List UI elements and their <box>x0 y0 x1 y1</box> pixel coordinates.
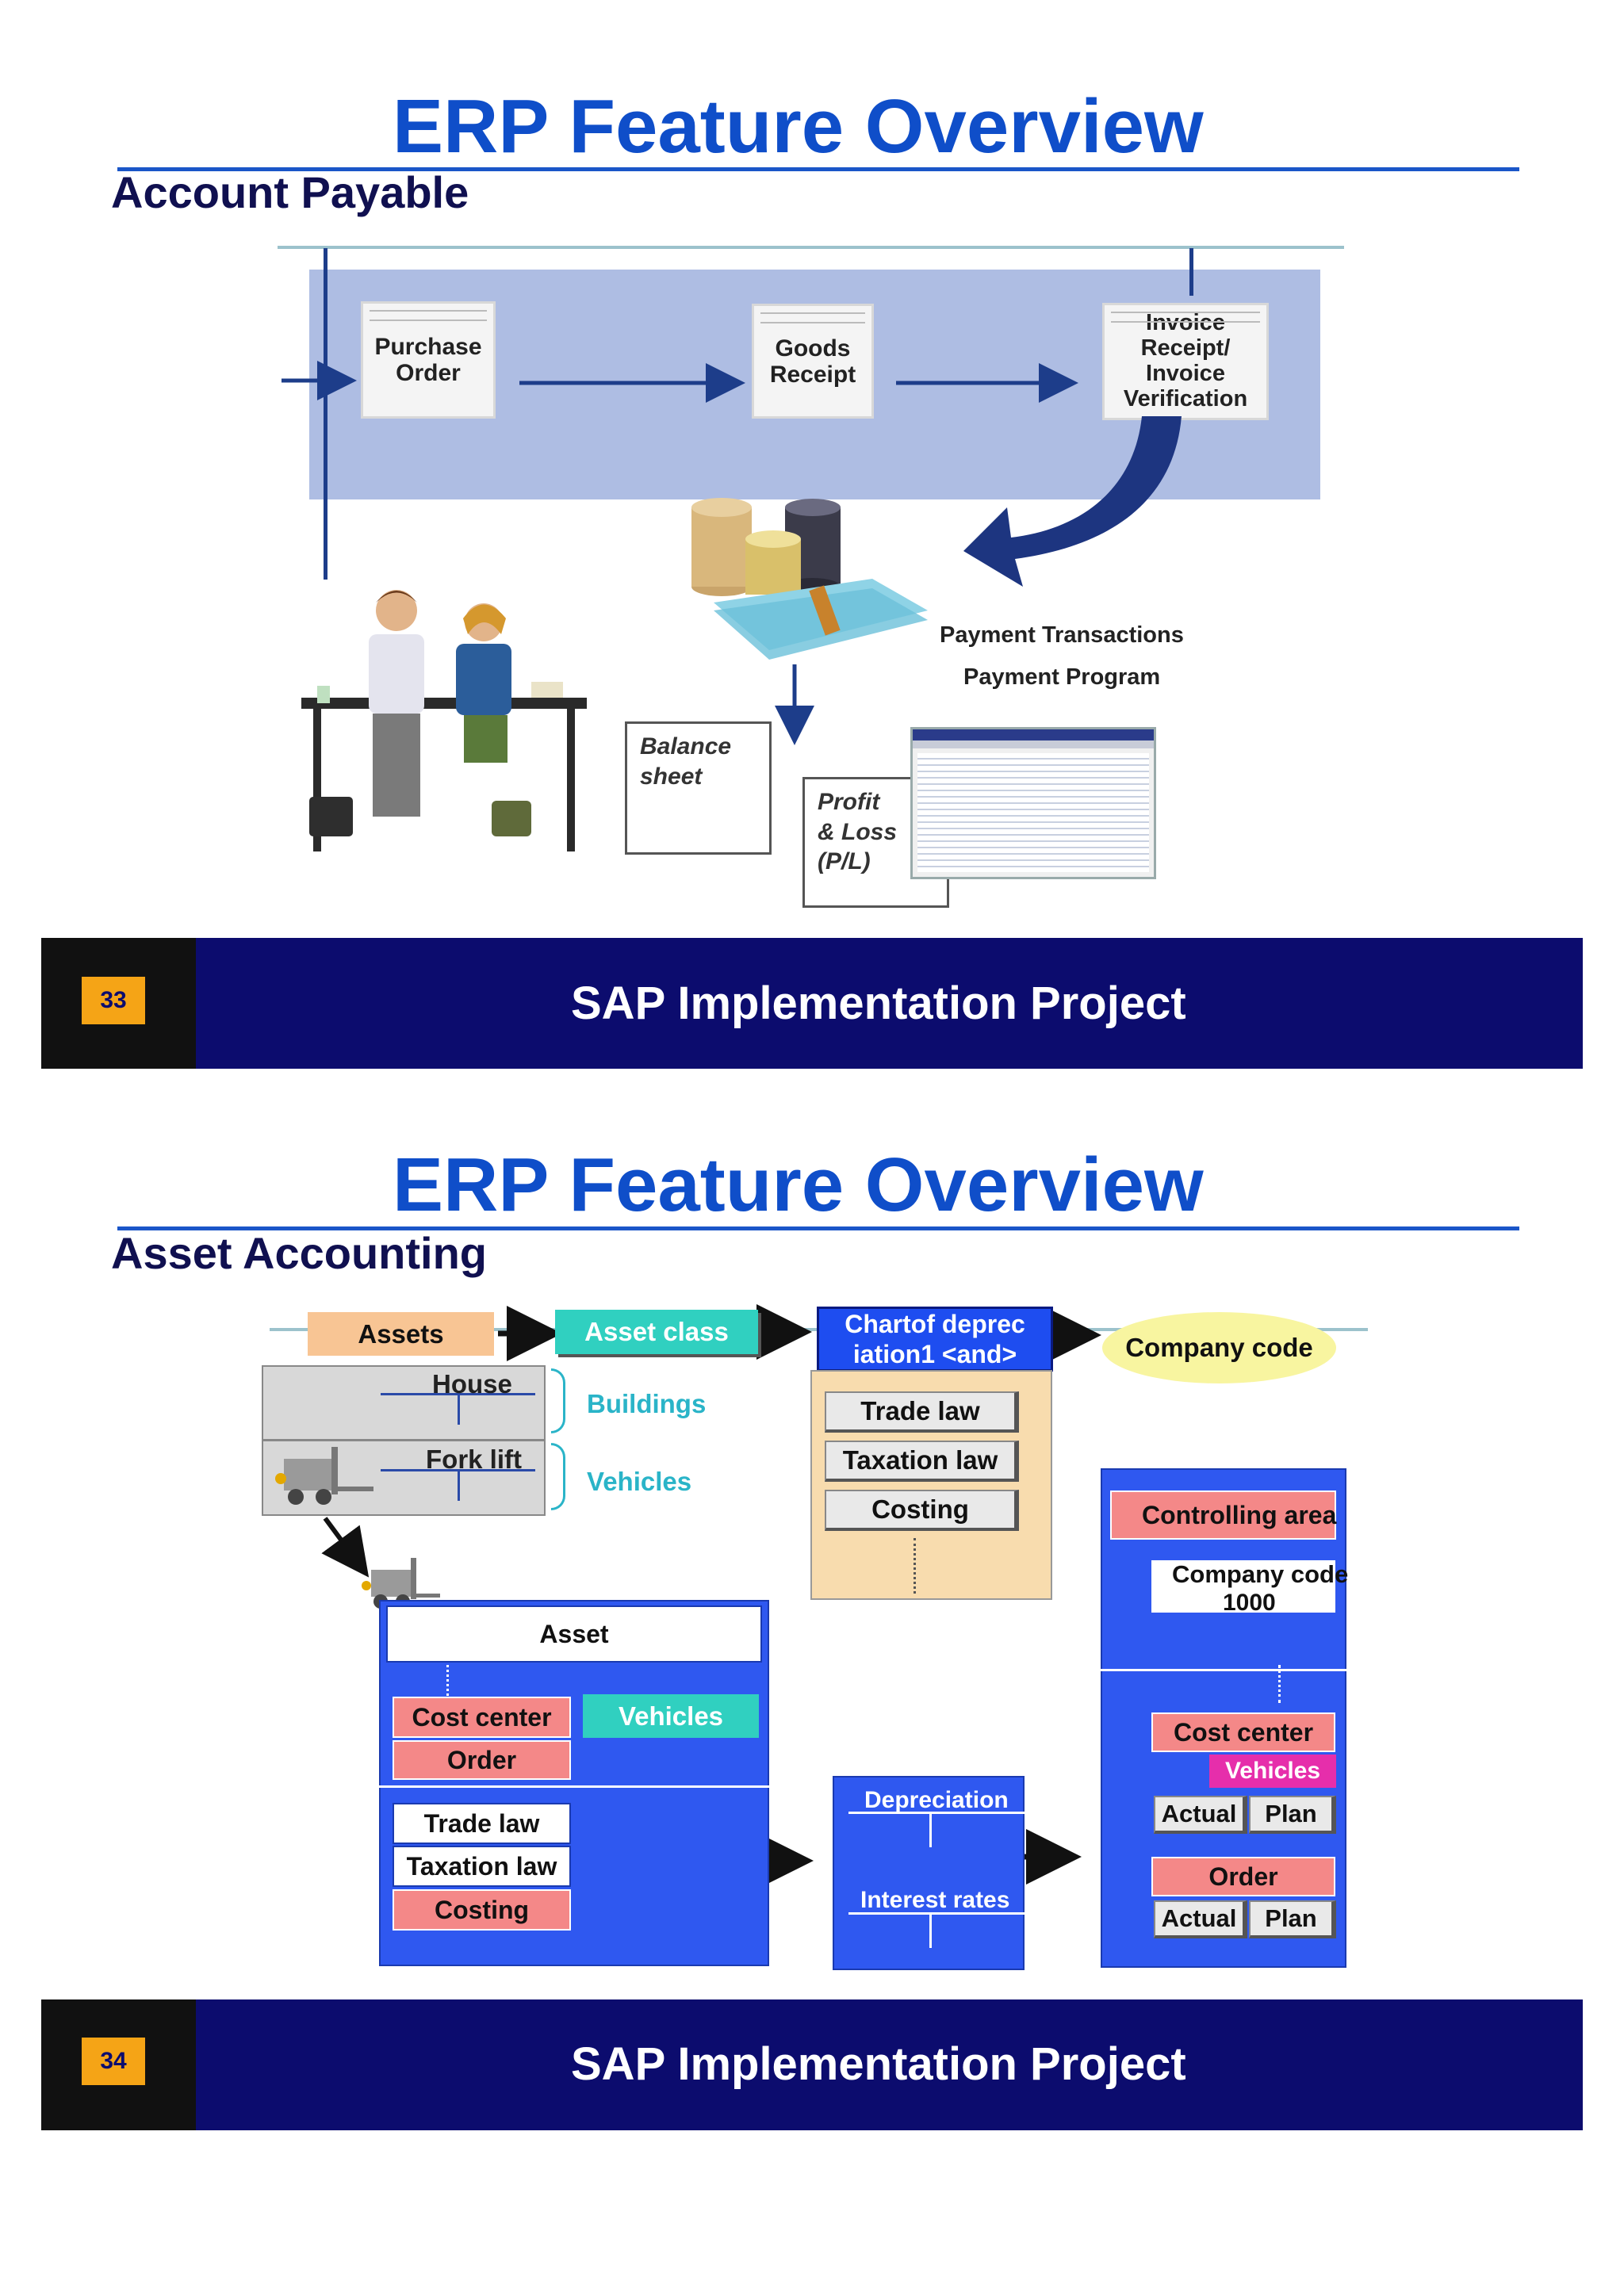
forklift-icon <box>275 1447 373 1505</box>
goods-receipt-doc: Goods Receipt <box>752 304 874 419</box>
ctrl-cost-center: Cost center <box>1151 1712 1335 1752</box>
slide1-arrows <box>282 361 1182 745</box>
asset-trade-law: Trade law <box>393 1803 571 1844</box>
payment-program-label: Payment Program <box>963 664 1161 690</box>
chart-of-depreciation-box: Chartof deprec iation1 <and> <box>817 1307 1053 1372</box>
interest-line <box>848 1912 1027 1915</box>
report-screenshot <box>910 727 1156 879</box>
buildings-brace <box>551 1368 565 1433</box>
interest-rates-label: Interest rates <box>860 1887 1010 1913</box>
asset-box: Asset <box>386 1605 762 1663</box>
asset-taxation-law: Taxation law <box>393 1846 571 1887</box>
money-icon <box>691 498 928 660</box>
company-code-label: Company code <box>1172 1560 1349 1588</box>
ctrl-cc-plan: Plan <box>1249 1796 1336 1834</box>
controlling-area-box: Controlling area <box>1110 1490 1336 1540</box>
asset-dots <box>446 1665 449 1701</box>
asset-vehicles: Vehicles <box>583 1694 759 1738</box>
vehicles-brace <box>551 1443 565 1510</box>
chart-items-dots <box>914 1538 916 1594</box>
ctrl-order-actual: Actual <box>1154 1900 1247 1938</box>
asset-cost-center: Cost center <box>393 1697 571 1738</box>
slide1-page-number: 33 <box>82 977 145 1024</box>
asset-fork-lift: Fork lift <box>426 1445 522 1474</box>
slide1-footer-text: SAP Implementation Project <box>571 978 1186 1029</box>
forklift-tick <box>458 1469 460 1501</box>
asset-order: Order <box>393 1740 571 1780</box>
slide2-page-number: 34 <box>82 2038 145 2085</box>
chart-line-2: iation1 <and> <box>852 1340 1017 1368</box>
company-code-ellipse: Company code <box>1102 1312 1336 1383</box>
class-vehicles: Vehicles <box>587 1467 692 1496</box>
slide1-footer <box>41 938 1583 1069</box>
asset-costing: Costing <box>393 1889 571 1931</box>
slide1-subtitle: Account Payable <box>111 167 469 217</box>
controlling-dots <box>1278 1665 1281 1703</box>
asset-class-box: Asset class <box>555 1310 758 1354</box>
assets-list-divider <box>262 1439 546 1441</box>
ctrl-order: Order <box>1151 1857 1335 1896</box>
slide2-footer <box>41 1999 1583 2130</box>
invoice-verification-doc: Invoice Receipt/ Invoice Verification <box>1102 303 1269 420</box>
depreciation-line <box>848 1812 1027 1814</box>
slide1-title: ERP Feature Overview <box>393 84 1204 169</box>
chart-item-trade-law: Trade law <box>825 1391 1019 1433</box>
depreciation-label: Depreciation <box>864 1787 1009 1813</box>
controlling-divider <box>1101 1669 1346 1671</box>
chart-item-taxation-law: Taxation law <box>825 1441 1019 1482</box>
asset-house: House <box>432 1369 512 1399</box>
depreciation-panel <box>833 1776 1025 1970</box>
slide2-title-rule <box>117 1226 1519 1230</box>
company-code-value: 1000 <box>1223 1590 1276 1616</box>
slide2-subtitle: Asset Accounting <box>111 1228 487 1278</box>
chart-line-1: Chartof deprec <box>845 1310 1025 1338</box>
slide1-title-rule <box>117 167 1519 171</box>
payment-transactions-label: Payment Transactions <box>940 622 1184 648</box>
balance-sheet-note: Balance sheet <box>625 721 772 855</box>
interest-tick <box>929 1912 932 1948</box>
slide2-footer-text: SAP Implementation Project <box>571 2038 1186 2090</box>
purchase-order-doc: Purchase Order <box>361 301 496 419</box>
process-top-line <box>278 246 1344 249</box>
assets-box: Assets <box>308 1312 494 1356</box>
ctrl-order-plan: Plan <box>1249 1900 1336 1938</box>
chart-item-costing: Costing <box>825 1490 1019 1531</box>
slide2-title: ERP Feature Overview <box>393 1142 1204 1227</box>
asset-panel-divider <box>379 1785 769 1788</box>
depreciation-tick <box>929 1812 932 1847</box>
process-right-connector <box>1189 248 1193 296</box>
people-at-desk-illustration <box>301 590 587 851</box>
house-tick <box>458 1393 460 1425</box>
class-buildings: Buildings <box>587 1389 707 1418</box>
process-left-connector <box>324 248 327 580</box>
ctrl-vehicles: Vehicles <box>1209 1755 1336 1788</box>
company-code-box <box>1151 1560 1335 1613</box>
ctrl-cc-actual: Actual <box>1154 1796 1247 1834</box>
